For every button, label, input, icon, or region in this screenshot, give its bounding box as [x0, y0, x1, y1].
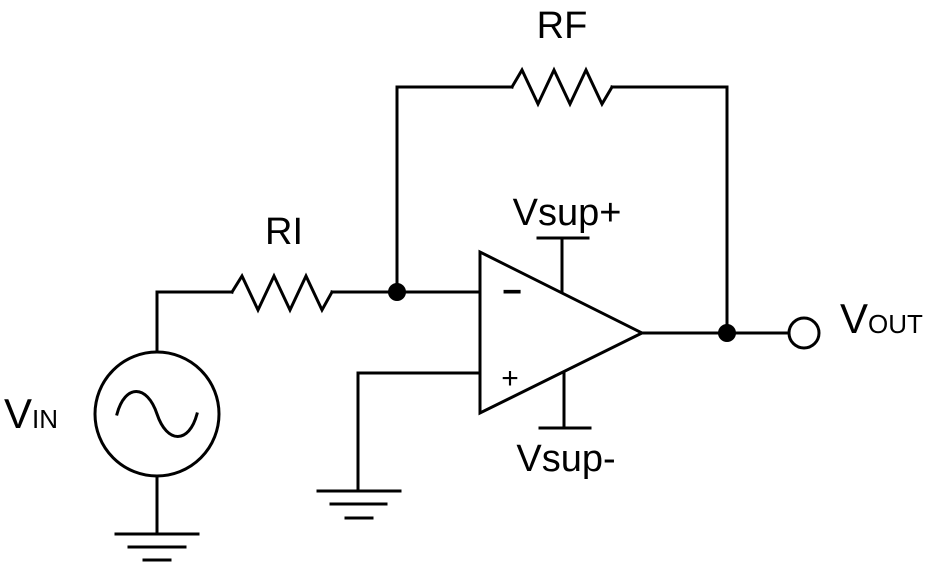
output-node-junction [718, 324, 736, 342]
vin-label-main: V [4, 390, 32, 437]
inverting-input-sign: − [502, 273, 522, 311]
input-wire-left [155, 290, 234, 354]
rf-label: RF [537, 5, 588, 47]
input-path [155, 272, 482, 354]
vin-label: VIN [4, 390, 58, 437]
vsup-plus-label: Vsup+ [513, 192, 622, 234]
vin-label-subscript: IN [32, 404, 58, 434]
feedback-path [395, 66, 729, 335]
output-path [640, 316, 821, 350]
feedback-wire-left [395, 85, 514, 294]
output-terminal [787, 316, 821, 350]
vout-label-main: V [840, 295, 868, 342]
feedback-wire-right [610, 85, 729, 335]
op-amp: − + [478, 236, 646, 430]
ri-label: RI [265, 211, 303, 253]
ri-resistor [229, 272, 335, 314]
noninverting-ground-path [316, 371, 482, 520]
vsup-minus-label: Vsup- [516, 438, 615, 480]
vin-source [93, 350, 221, 562]
noninverting-input-sign: + [501, 362, 519, 395]
vout-label-subscript: OUT [868, 309, 923, 339]
rf-resistor [509, 66, 615, 108]
inverting-node-junction [388, 283, 406, 301]
sine-wave-icon [115, 390, 199, 438]
noninverting-input-wire [356, 371, 482, 492]
vout-label: VOUT [840, 295, 923, 342]
